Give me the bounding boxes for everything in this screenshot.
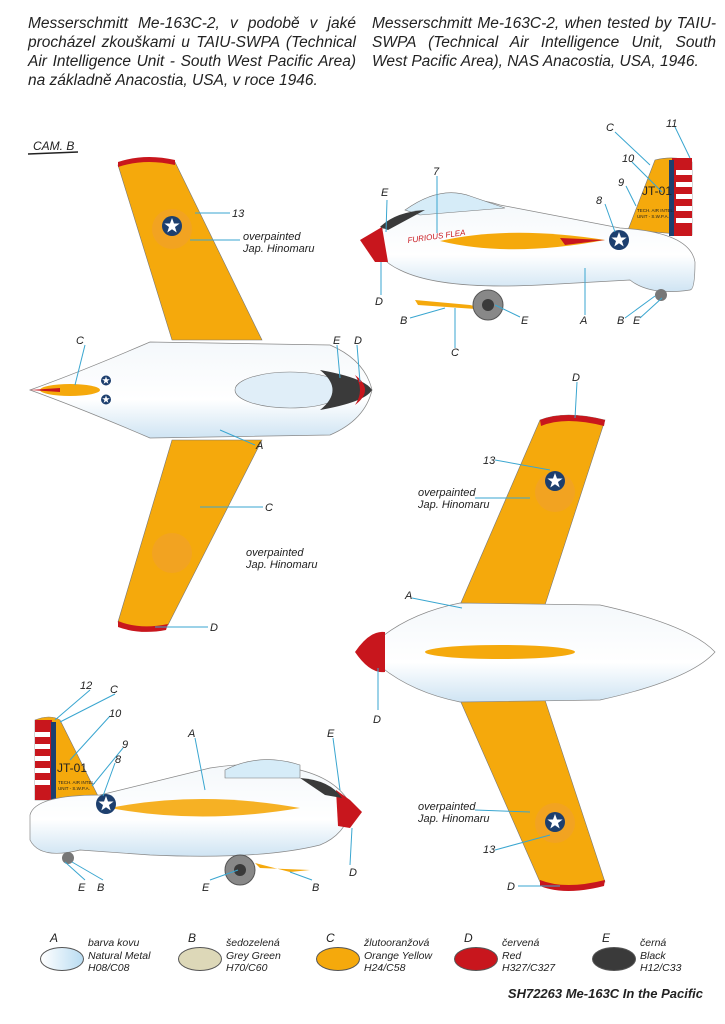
callout-A: A	[579, 315, 587, 327]
legend-czech: barva kovu	[88, 937, 140, 949]
bottom-view: D 13 overpainted Jap. Hinomaru A D overp…	[355, 372, 716, 893]
tail-text: TECH. AIR INTEL.	[58, 780, 95, 785]
legend-english: Black	[640, 949, 666, 962]
legend-code: H70/C60	[226, 962, 268, 974]
callout-13: 13	[232, 208, 245, 220]
side-view-right: FURIOUS FLEA JT-01 TECH. AIR INTEL. UNIT…	[360, 118, 696, 359]
callout-12: 12	[80, 680, 92, 692]
callout-D: D	[507, 881, 515, 893]
callout-B: B	[617, 315, 624, 327]
legend-czech: žlutooranžová	[364, 937, 430, 949]
callout-C: C	[606, 122, 614, 134]
callout-A: A	[404, 590, 412, 602]
legend-czech: šedozelená	[226, 937, 280, 949]
legend-english: Orange Yellow	[364, 949, 433, 962]
tail-text: UNIT - S.W.P.A.	[637, 214, 669, 219]
callout-E: E	[327, 728, 335, 740]
callout-B: B	[312, 882, 319, 894]
color-swatch	[40, 947, 84, 971]
tail-text: UNIT - S.W.P.A.	[58, 786, 90, 791]
callout-C: C	[265, 502, 273, 514]
callout-8: 8	[596, 195, 603, 207]
callout-10: 10	[622, 153, 635, 165]
callout-E: E	[202, 882, 210, 894]
callout-13: 13	[483, 455, 496, 467]
color-swatch	[178, 947, 222, 971]
callout-D: D	[375, 296, 383, 308]
legend-english: Red	[502, 949, 522, 962]
side-view-left: JT-01 TECH. AIR INTEL. UNIT - S.W.P.A. 1…	[29, 680, 362, 894]
callout-E: E	[333, 335, 341, 347]
callout-hinomaru-text: overpainted	[418, 801, 476, 813]
callout-E: E	[381, 187, 389, 199]
callout-A: A	[187, 728, 195, 740]
callout-hinomaru-text: Jap. Hinomaru	[242, 243, 315, 255]
callout-A: A	[255, 440, 263, 452]
legend-letter: C	[326, 931, 335, 945]
header-english: Messerschmitt Me-163C-2, when tested by …	[372, 15, 716, 70]
callout-hinomaru-text: overpainted	[418, 487, 476, 499]
callout-8: 8	[115, 754, 122, 766]
top-view: 13 overpainted Jap. Hinomaru C E D A C o…	[28, 156, 373, 634]
camouflage-label: CAM. B	[33, 139, 74, 153]
callout-9: 9	[122, 739, 128, 751]
callout-C: C	[110, 684, 118, 696]
callout-hinomaru-text: Jap. Hinomaru	[417, 813, 490, 825]
callout-E: E	[633, 315, 641, 327]
callout-9: 9	[618, 177, 624, 189]
legend-czech: červená	[502, 937, 540, 949]
callout-B: B	[400, 315, 407, 327]
callout-11: 11	[666, 118, 677, 130]
callout-13: 13	[483, 844, 496, 856]
color-swatch	[592, 947, 636, 971]
callout-hinomaru-text: Jap. Hinomaru	[417, 499, 490, 511]
legend-czech: černá	[640, 937, 667, 949]
legend-letter: E	[602, 931, 611, 945]
legend-letter: B	[188, 931, 197, 945]
callout-D: D	[354, 335, 362, 347]
callout-hinomaru-text: Jap. Hinomaru	[245, 559, 318, 571]
header-czech: Messerschmitt Me-163C-2, v podobě v jaké…	[28, 15, 356, 89]
product-footer: SH72263 Me-163C In the Pacific	[507, 986, 703, 1001]
tail-code: JT-01	[57, 761, 87, 775]
callout-hinomaru-text: overpainted	[246, 547, 304, 559]
callout-C: C	[76, 335, 84, 347]
legend-english: Natural Metal	[88, 949, 151, 962]
callout-10: 10	[109, 708, 122, 720]
callout-hinomaru-text: overpainted	[243, 231, 301, 243]
callout-D: D	[572, 372, 580, 384]
tail-text: TECH. AIR INTEL.	[637, 208, 674, 213]
callout-D: D	[349, 867, 357, 879]
tail-code: JT-01	[642, 184, 672, 198]
legend-code: H08/C08	[88, 962, 130, 974]
callout-D: D	[210, 622, 218, 634]
callout-D: D	[373, 714, 381, 726]
callout-7: 7	[433, 166, 440, 178]
legend-code: H24/C58	[364, 962, 406, 974]
color-swatch	[316, 947, 360, 971]
callout-E: E	[521, 315, 529, 327]
callout-B: B	[97, 882, 104, 894]
legend-code: H12/C33	[640, 962, 682, 974]
legend-code: H327/C327	[502, 962, 556, 974]
cam-underline	[27, 151, 79, 155]
callout-C: C	[451, 347, 459, 359]
legend-letter: D	[464, 931, 473, 945]
legend-english: Grey Green	[226, 949, 281, 962]
color-swatch	[454, 947, 498, 971]
callout-E: E	[78, 882, 86, 894]
legend-letter: A	[50, 931, 59, 945]
